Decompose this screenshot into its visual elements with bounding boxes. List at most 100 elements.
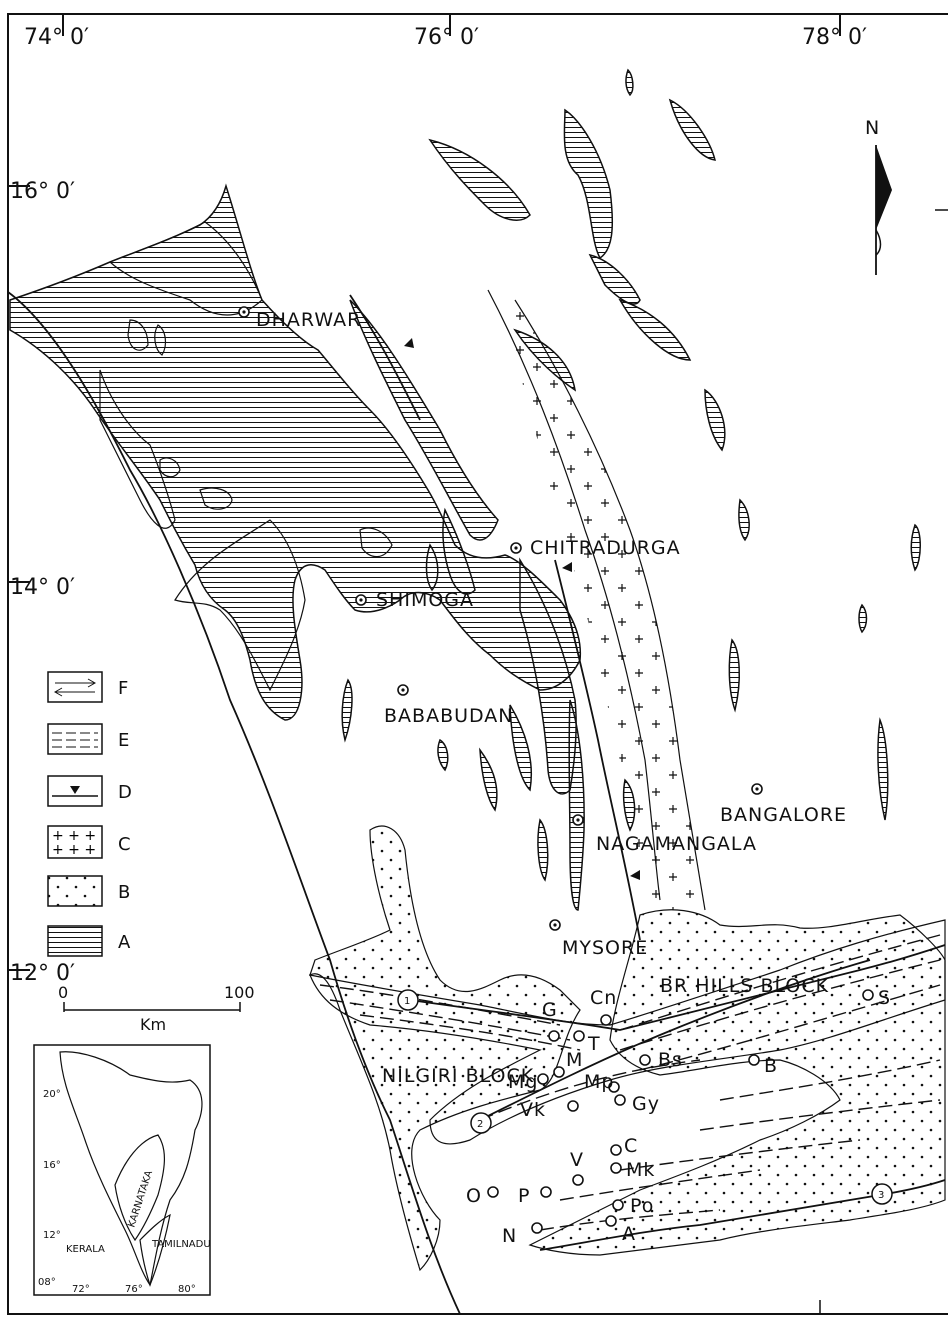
locality-P: P	[518, 1185, 530, 1207]
svg-text:SHIMOGA: SHIMOGA	[376, 589, 474, 611]
lat-12-label: 12° 0′	[10, 961, 75, 986]
legend: F E D + + + + + + C B A	[47, 671, 132, 957]
tamilnadu-outline	[139, 1213, 171, 1287]
svg-text:76°: 76°	[125, 1284, 143, 1295]
lat-16-label: 16° 0′	[10, 179, 75, 204]
locality-Vk: Vk	[520, 1099, 546, 1121]
granulite-terrain-east	[528, 909, 946, 1256]
schist-strip	[425, 543, 439, 592]
town-nagamangala: NAGAMANGALA	[572, 814, 757, 855]
town-bababudan: BABABUDAN	[384, 684, 514, 727]
locality-Gy: Gy	[632, 1093, 660, 1115]
locality-Cn: Cn	[590, 987, 617, 1009]
locality-O: O	[466, 1185, 482, 1207]
schist-body-ne	[668, 98, 716, 161]
town-shimoga: SHIMOGA	[355, 589, 474, 611]
granulite-terrain-west	[308, 825, 581, 1272]
svg-text:BANGALORE: BANGALORE	[720, 804, 847, 826]
svg-text:3: 3	[878, 1190, 884, 1201]
north-label: N	[865, 117, 880, 139]
belt-inlier	[99, 369, 176, 529]
locality-S: S	[878, 987, 891, 1009]
locality-Mp: Mp	[584, 1071, 614, 1093]
north-arrow	[875, 145, 948, 275]
svg-text:72°: 72°	[72, 1284, 90, 1295]
india-outline	[59, 1051, 203, 1287]
schist-strip	[568, 699, 585, 911]
gneiss-dashes	[319, 934, 941, 1231]
scale-zero: 0	[58, 983, 68, 1002]
thrust-marker	[404, 338, 414, 348]
locality-N: N	[502, 1225, 517, 1247]
belt-inlier	[174, 519, 306, 692]
locality-V: V	[570, 1149, 584, 1171]
schist-body-ne	[728, 638, 741, 713]
schist-strip	[349, 299, 499, 541]
schist-body-ne	[910, 523, 921, 572]
nilgiri-block-label: NILGIRI BLOCK	[382, 1065, 534, 1087]
svg-text:+ + +: + + +	[52, 842, 96, 858]
locality-G: G	[542, 999, 558, 1021]
svg-text:CHITRADURGA: CHITRADURGA	[530, 537, 681, 559]
thrust-line	[349, 294, 421, 421]
white-tongue	[108, 221, 263, 316]
svg-text:E: E	[118, 730, 129, 751]
svg-text:BABABUDAN: BABABUDAN	[384, 705, 514, 727]
locality-T: T	[587, 1033, 601, 1055]
locality-Po: Po	[630, 1195, 654, 1217]
svg-text:12°: 12°	[43, 1230, 61, 1241]
schist-body-ne	[877, 717, 889, 821]
legend-item-C: + + + + + + C	[47, 825, 131, 859]
locality-Mg: Mg	[508, 1071, 538, 1093]
inset-map: 20° 16° 12° 08° 72° 76° 80° KARNATAKA KE…	[33, 1044, 211, 1296]
map-frame	[7, 13, 948, 1315]
svg-text:F: F	[118, 678, 128, 699]
svg-text:80°: 80°	[178, 1284, 196, 1295]
br-hills-block-label: BR HILLS BLOCK	[660, 975, 829, 997]
thrust-marker	[562, 562, 572, 572]
town-chitradurga: CHITRADURGA	[510, 537, 681, 559]
locality-A: A	[622, 1223, 636, 1245]
belt-inlier	[127, 319, 149, 351]
karnataka-outline	[114, 1134, 166, 1242]
schist-strip	[479, 747, 498, 812]
bhavani-shear-zone	[479, 959, 871, 1121]
granite-boundary	[514, 299, 706, 911]
svg-text:20°: 20°	[43, 1089, 61, 1100]
belt-inlier	[359, 527, 393, 558]
locality-B: B	[764, 1055, 778, 1077]
schist-body-ne	[704, 388, 726, 452]
schist-strip	[537, 818, 549, 882]
legend-item-E: E	[47, 723, 129, 755]
schist-strip	[341, 678, 353, 743]
svg-text:2: 2	[477, 1119, 483, 1130]
svg-text:C: C	[118, 834, 131, 855]
locality-Bs: Bs	[658, 1049, 683, 1071]
svg-text:TAMILNADU: TAMILNADU	[151, 1239, 211, 1250]
schist-strip	[437, 738, 449, 772]
svg-text:D: D	[118, 782, 132, 803]
scale-bar: 0 100 Km	[58, 983, 255, 1034]
schist-body-ne	[618, 298, 692, 361]
legend-item-B: B	[47, 875, 130, 907]
svg-text:KERALA: KERALA	[66, 1244, 105, 1255]
svg-text:+ + +: + + +	[52, 828, 96, 844]
schist-body-ne	[428, 138, 531, 221]
shear-zone-2-marker: 2	[470, 1112, 492, 1134]
lat-14-label: 14° 0′	[10, 575, 75, 600]
lon-74-label: 74° 0′	[24, 25, 89, 50]
thrust-marker	[630, 870, 640, 880]
legend-item-A: A	[47, 925, 131, 957]
palghat-cauvery-shear-zone	[539, 1179, 946, 1251]
lon-76-label: 76° 0′	[414, 25, 479, 50]
moyar-shear-zone	[409, 944, 946, 1031]
belt-inlier	[199, 487, 233, 510]
schist-body-ne	[563, 108, 614, 260]
town-dharwar: DHARWAR	[238, 306, 360, 331]
locality-C: C	[624, 1135, 638, 1157]
svg-text:NAGAMANGALA: NAGAMANGALA	[596, 833, 757, 855]
town-bangalore: BANGALORE	[720, 783, 847, 826]
legend-item-D: D	[47, 775, 132, 807]
scale-max: 100	[224, 983, 255, 1002]
shear-zone-3-marker: 3	[871, 1183, 893, 1205]
